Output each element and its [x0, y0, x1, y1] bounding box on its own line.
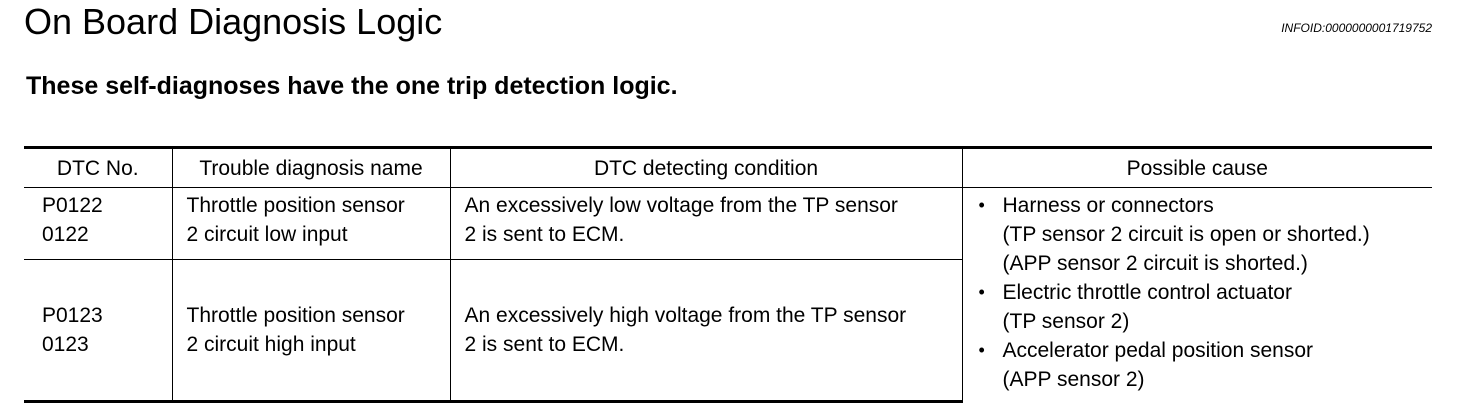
- info-id: INFOID:0000000001719752: [1281, 21, 1432, 35]
- column-header-dtc-no: DTC No.: [24, 147, 172, 188]
- cause-line: Harness or connectors: [1002, 194, 1214, 217]
- dtc-number-cell: P0123 0123: [24, 259, 172, 403]
- list-item: • Harness or connectors (TP sensor 2 cir…: [977, 191, 1419, 278]
- list-item: • Accelerator pedal position sensor (APP…: [977, 336, 1419, 394]
- list-item: • Electric throttle control actuator (TP…: [977, 278, 1419, 336]
- possible-cause-list: • Harness or connectors (TP sensor 2 cir…: [977, 191, 1419, 394]
- diagnosis-name-cell: Throttle position sensor 2 circuit high …: [171, 259, 450, 403]
- possible-cause-cell: • Harness or connectors (TP sensor 2 cir…: [961, 187, 1432, 402]
- page-title: On Board Diagnosis Logic: [24, 1, 443, 42]
- diagnosis-name-line: Throttle position sensor: [186, 194, 405, 217]
- dtc-code-short: 0123: [42, 333, 89, 356]
- bullet-icon: •: [978, 282, 985, 302]
- table-row: P0123 0123 Throttle position sensor 2 ci…: [24, 259, 1432, 403]
- cause-line: (APP sensor 2 circuit is shorted.): [1002, 252, 1308, 275]
- diagnosis-name-cell: Throttle position sensor 2 circuit low i…: [171, 187, 450, 260]
- diagnosis-name-line: Throttle position sensor: [186, 304, 405, 327]
- dtc-code: P0123: [42, 304, 103, 327]
- table-row: P0122 0122 Throttle position sensor 2 ci…: [24, 187, 1432, 402]
- cause-line: Accelerator pedal position sensor: [1002, 339, 1314, 362]
- dtc-number-cell: P0122 0122: [24, 187, 172, 260]
- detecting-condition-line: An excessively high voltage from the TP …: [464, 304, 907, 327]
- detecting-condition-cell: An excessively high voltage from the TP …: [449, 259, 962, 403]
- cause-line: (TP sensor 2 circuit is open or shorted.…: [1002, 223, 1370, 246]
- dtc-code: P0122: [42, 194, 103, 217]
- detecting-condition-line: An excessively low voltage from the TP s…: [464, 194, 898, 217]
- dtc-code-short: 0122: [42, 223, 89, 246]
- section-subtitle: These self-diagnoses have the one trip d…: [26, 72, 678, 100]
- cause-line: (TP sensor 2): [1002, 310, 1130, 333]
- cause-line: Electric throttle control actuator: [1002, 281, 1292, 304]
- column-header-detecting-condition: DTC detecting condition: [449, 147, 962, 188]
- bullet-icon: •: [978, 195, 985, 215]
- cause-line: (APP sensor 2): [1002, 368, 1145, 391]
- column-header-possible-cause: Possible cause: [961, 147, 1432, 188]
- detecting-condition-line: 2 is sent to ECM.: [464, 333, 625, 356]
- bullet-icon: •: [978, 340, 985, 360]
- diagnosis-name-line: 2 circuit high input: [186, 333, 356, 356]
- diagnosis-name-line: 2 circuit low input: [186, 223, 348, 246]
- detecting-condition-line: 2 is sent to ECM.: [464, 223, 625, 246]
- detecting-condition-cell: An excessively low voltage from the TP s…: [449, 187, 962, 260]
- dtc-table: DTC No. Trouble diagnosis name DTC detec…: [24, 146, 1432, 403]
- column-header-diagnosis-name: Trouble diagnosis name: [171, 147, 450, 188]
- table-header-row: DTC No. Trouble diagnosis name DTC detec…: [24, 147, 1432, 188]
